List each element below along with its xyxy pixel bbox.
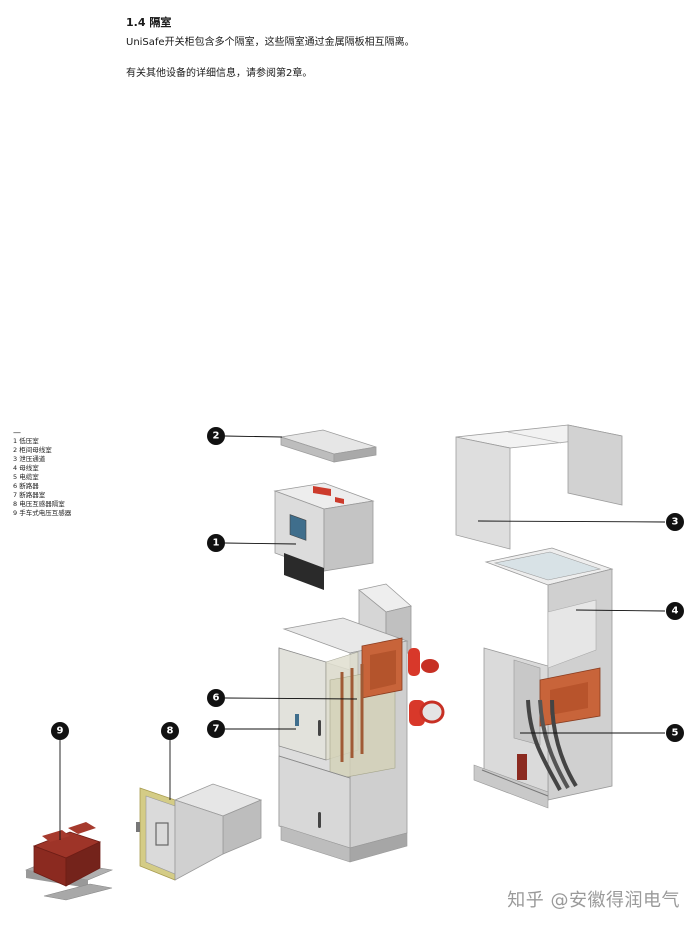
legend-dash: — <box>13 428 21 437</box>
callout-badge-9: 9 <box>51 722 69 740</box>
callout-badge-2: 2 <box>207 427 225 445</box>
legend-item-6: 6 断路器 <box>13 482 39 490</box>
callout-badge-4: 4 <box>666 602 684 620</box>
watermark: 知乎 @安徽得润电气 <box>507 890 680 911</box>
part-busbar-cover-plate <box>280 429 377 463</box>
callout-badge-3: 3 <box>666 513 684 531</box>
callout-number-7: 7 <box>213 724 220 735</box>
callout-badge-6: 6 <box>207 689 225 707</box>
callout-leaders <box>59 435 666 840</box>
callout-number-1: 1 <box>213 538 220 549</box>
section-title: 1.4 隔室 <box>126 16 172 29</box>
callout-badge-5: 5 <box>666 724 684 742</box>
callout-badge-8: 8 <box>161 722 179 740</box>
legend-item-8: 8 电压互感器隔室 <box>13 500 65 508</box>
legend-item-2: 2 柜间母线室 <box>13 446 52 454</box>
part-rear-cable-busbar <box>473 547 614 809</box>
section-compartments: 1.4 隔室 UniSafe开关柜包含多个隔室，这些隔室通过金属隔板相互隔离。 … <box>126 14 426 82</box>
part-withdrawable-vt <box>24 822 114 901</box>
part-vt-compartment <box>136 783 263 881</box>
legend: — 1 低压室 2 柜间母线室 3 泄压通道 4 母线室 5 电缆室 6 断路器… <box>13 429 71 518</box>
callout-number-2: 2 <box>213 431 220 442</box>
callout-badge-7: 7 <box>207 720 225 738</box>
legend-item-7: 7 断路器室 <box>13 491 46 499</box>
part-insulators <box>408 648 445 726</box>
callout-number-4: 4 <box>672 606 679 617</box>
callout-number-9: 9 <box>57 726 64 737</box>
part-main-cabinet <box>278 583 445 863</box>
callout-badge-1: 1 <box>207 534 225 552</box>
part-lv-compartment <box>273 482 375 590</box>
legend-item-9: 9 手车式电压互感器 <box>13 509 72 517</box>
legend-item-5: 5 电缆室 <box>13 473 39 481</box>
part-pressure-relief-duct <box>455 424 623 550</box>
section-note: 有关其他设备的详细信息，请参阅第2章。 <box>126 68 313 79</box>
callout-number-8: 8 <box>167 726 174 737</box>
section-body: UniSafe开关柜包含多个隔室，这些隔室通过金属隔板相互隔离。 <box>126 37 415 48</box>
legend-item-1: 1 低压室 <box>13 437 39 445</box>
legend-item-4: 4 母线室 <box>13 464 39 472</box>
legend-item-3: 3 泄压通道 <box>13 455 46 463</box>
callout-number-3: 3 <box>672 517 679 528</box>
callout-number-6: 6 <box>213 693 220 704</box>
callout-number-5: 5 <box>672 728 679 739</box>
